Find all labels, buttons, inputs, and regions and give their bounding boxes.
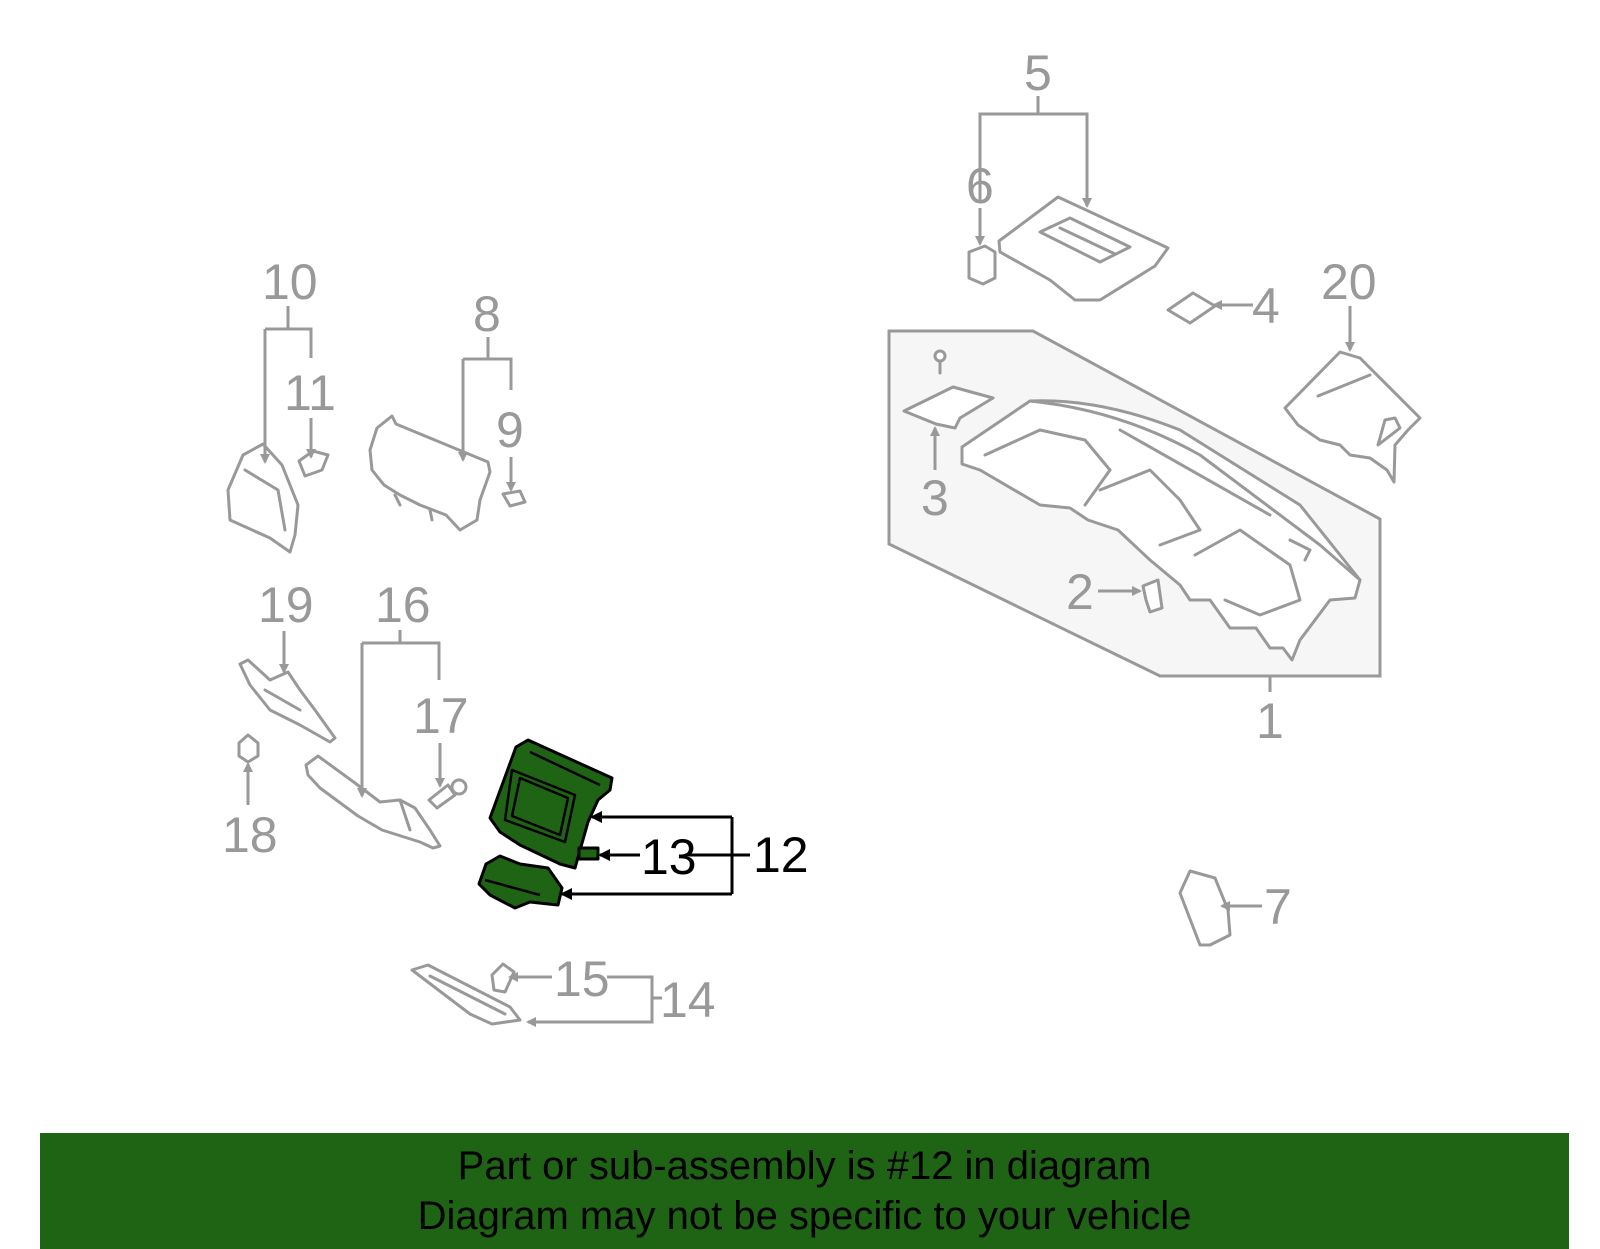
callout-13-highlighted: 13	[641, 829, 697, 885]
part-15-clip	[490, 962, 516, 994]
info-banner: Part or sub-assembly is #12 in diagram D…	[40, 1133, 1569, 1249]
part-11-clip	[297, 449, 330, 478]
callout-15: 15	[554, 951, 610, 1007]
part-14-trim-strip	[410, 963, 522, 1026]
callout-4: 4	[1252, 278, 1280, 334]
part-7-cover	[1178, 869, 1232, 947]
callout-2: 2	[1066, 564, 1094, 620]
part-9-clip	[501, 489, 527, 508]
callout-6: 6	[966, 158, 994, 214]
callout-9: 9	[496, 402, 524, 458]
part-1-instrument-panel	[887, 329, 1382, 678]
callout-10: 10	[262, 254, 318, 310]
callout-11: 11	[284, 365, 336, 421]
part-20-cover	[1283, 350, 1422, 484]
part-19-bracket	[238, 658, 337, 744]
part-12-highlighted-bezel	[477, 738, 614, 910]
part-3-bracket	[902, 349, 995, 430]
part-4-clip	[1166, 291, 1217, 325]
callout-14: 14	[660, 972, 716, 1028]
callout-1: 1	[1256, 693, 1284, 749]
callout-17: 17	[413, 688, 469, 744]
part-8-trim-panel	[368, 414, 492, 532]
callout-16: 16	[375, 577, 431, 633]
part-18-clip	[237, 733, 260, 764]
callout-7: 7	[1264, 879, 1292, 935]
callout-19: 19	[258, 577, 314, 633]
callout-12-highlighted: 12	[753, 827, 809, 883]
part-10-end-cover	[226, 442, 300, 554]
callout-18: 18	[222, 807, 278, 863]
callout-5: 5	[1024, 45, 1052, 101]
part-13-highlighted-clip	[577, 846, 600, 861]
part-16-lower-panel	[304, 754, 442, 850]
banner-line-1: Part or sub-assembly is #12 in diagram	[457, 1144, 1152, 1188]
part-17-bolt	[427, 778, 468, 810]
callout-3: 3	[921, 470, 949, 526]
part-2-clip	[1141, 578, 1164, 614]
callout-labels: 1 2 3 4 5 6 7 8 9 10 11 12 13 14 15 16 1…	[222, 45, 1377, 1028]
leader-lines	[243, 96, 1355, 1027]
part-6-nut	[967, 244, 997, 286]
part-5-defroster-grille	[997, 195, 1170, 302]
callout-8: 8	[473, 286, 501, 342]
banner-line-2: Diagram may not be specific to your vehi…	[417, 1194, 1192, 1238]
callout-20: 20	[1321, 254, 1377, 310]
